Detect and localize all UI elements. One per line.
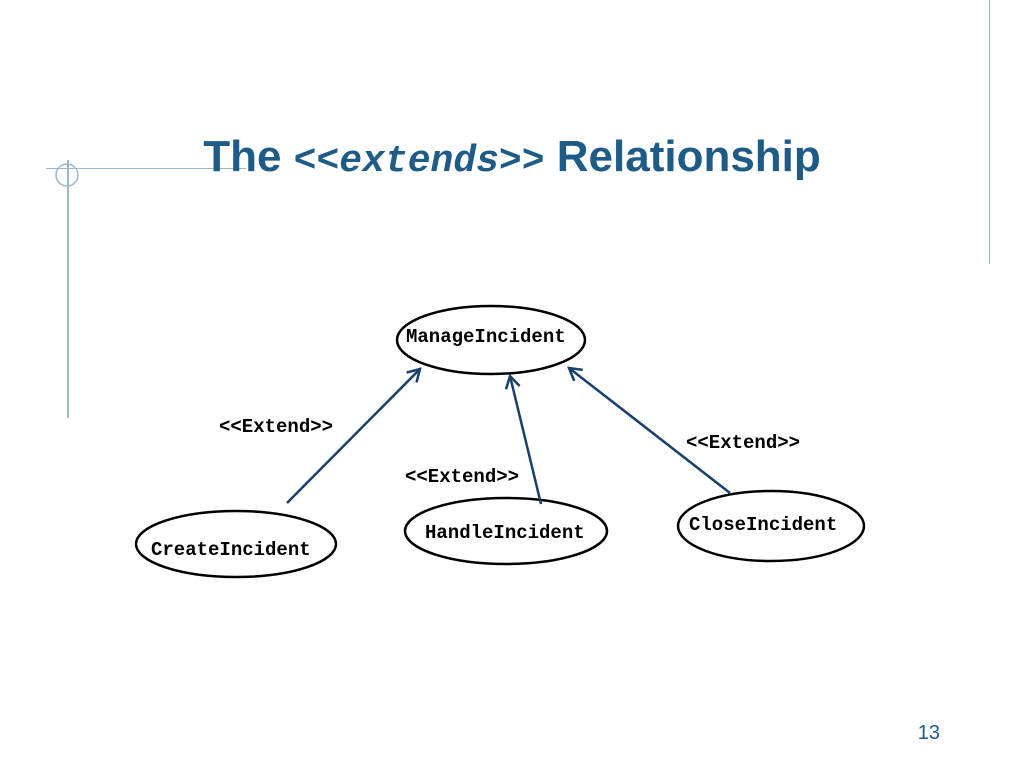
- right-vertical-rule: [989, 0, 990, 264]
- handle-extend-arrow: [510, 376, 543, 505]
- create-incident-label: CreateIncident: [151, 539, 311, 561]
- close-extend-arrow: [569, 368, 731, 494]
- manage-incident-ellipse: [395, 304, 587, 376]
- title-stereotype: <<extends>>: [293, 140, 545, 184]
- create-incident-ellipse: [134, 509, 338, 579]
- left-vertical-rule: [67, 160, 69, 418]
- create-extend-arrow: [286, 369, 420, 504]
- handle-incident-ellipse: [403, 496, 609, 566]
- close-incident-ellipse: [676, 489, 866, 563]
- handle-extend-label: <<Extend>>: [405, 466, 519, 488]
- close-incident-label: CloseIncident: [689, 514, 837, 536]
- title-prefix: The: [203, 132, 282, 182]
- title-suffix: Relationship: [556, 132, 821, 182]
- handle-incident-label: HandleIncident: [425, 522, 585, 544]
- left-horizontal-rule: [46, 168, 246, 169]
- slide-number: 13: [917, 722, 940, 744]
- close-extend-label: <<Extend>>: [686, 432, 800, 454]
- manage-incident-label: ManageIncident: [406, 326, 566, 348]
- create-extend-label: <<Extend>>: [219, 416, 333, 438]
- slide-title: The <<extends>> Relationship: [0, 129, 1024, 190]
